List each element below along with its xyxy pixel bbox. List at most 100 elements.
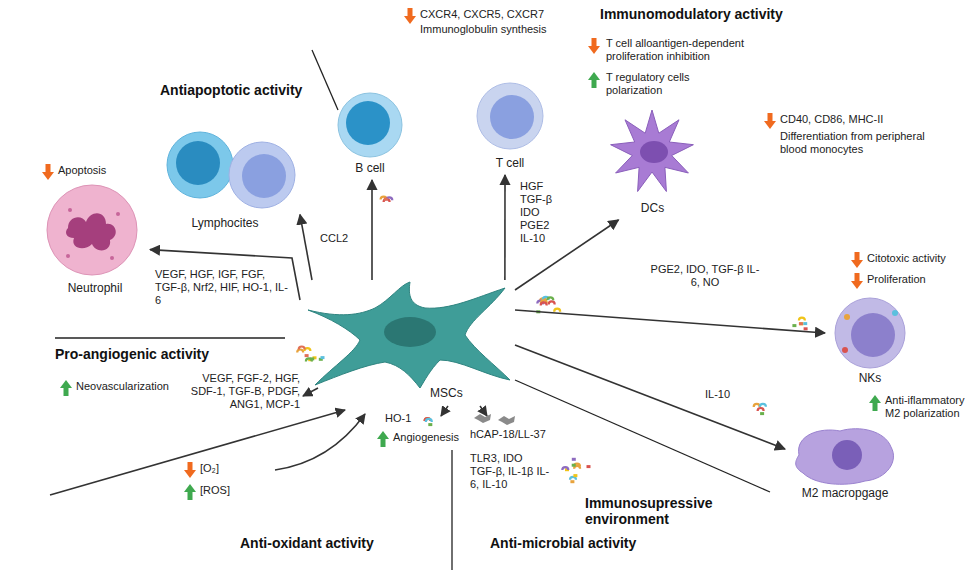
decrease-arrow bbox=[42, 164, 54, 180]
cell-shape bbox=[300, 280, 515, 405]
factor-particle bbox=[799, 322, 803, 325]
annotation-text: CCL2 bbox=[320, 232, 348, 245]
dendritic-cell: DCs bbox=[610, 100, 695, 220]
msc-cell: MSCs bbox=[300, 280, 515, 405]
increase-arrow bbox=[60, 380, 72, 396]
ros-arrow bbox=[275, 414, 365, 470]
annotation-text: [ROS] bbox=[200, 484, 230, 497]
factor-particle bbox=[549, 301, 555, 304]
neutrophil-cell: Neutrophil bbox=[40, 180, 150, 300]
decrease-arrow bbox=[404, 8, 416, 24]
secretion-arrow bbox=[480, 406, 487, 416]
increase-arrow bbox=[869, 395, 881, 411]
secretion-arrow bbox=[441, 406, 448, 416]
factor-particle bbox=[754, 404, 760, 407]
decrease-arrow bbox=[588, 38, 600, 54]
annotation-text: CXCR4, CXCR5, CXCR7 bbox=[420, 8, 544, 21]
divider-line bbox=[451, 450, 452, 570]
annotation-text: Apoptosis bbox=[58, 164, 106, 177]
annotation-text: Immunoglobulin synthesis bbox=[420, 23, 547, 36]
factor-particle bbox=[758, 408, 764, 411]
section-heading: Pro-angiogenic activity bbox=[55, 346, 209, 362]
factor-particle bbox=[587, 465, 591, 468]
section-heading: Immunomodulatory activity bbox=[600, 6, 783, 22]
cell-label: MSCs bbox=[430, 386, 463, 400]
annotation-text: [O₂] bbox=[200, 462, 219, 475]
secretion-arrow bbox=[303, 388, 318, 396]
factor-particle bbox=[573, 474, 577, 477]
annotation-text: T cell alloantigen-dependent proliferati… bbox=[606, 37, 781, 63]
increase-arrow bbox=[588, 72, 600, 88]
annotation-text: HO-1 bbox=[385, 412, 411, 425]
cell-label: Neutrophil bbox=[68, 281, 123, 295]
cell-label: DCs bbox=[641, 201, 664, 215]
annotation-text: VEGF, FGF-2, HGF, SDF-1, TGF-B, PDGF, AN… bbox=[180, 372, 300, 411]
increase-arrow bbox=[377, 431, 389, 447]
cell-label: B cell bbox=[355, 161, 384, 175]
cell-label: M2 macropgage bbox=[802, 486, 889, 500]
factor-particle bbox=[554, 309, 560, 312]
lymphocyte-cells: Lymphocites bbox=[150, 115, 300, 235]
factor-particle bbox=[426, 419, 432, 422]
secretion-arrow bbox=[515, 345, 785, 449]
annotation-text: Anti-iflammatory M2 polarization bbox=[885, 394, 977, 420]
annotation-text: PGE2, IDO, TGF-β IL-6, NO bbox=[650, 263, 760, 289]
secretion-arrow bbox=[371, 180, 373, 280]
factor-particle bbox=[572, 458, 576, 461]
b-cell: B cell bbox=[330, 90, 410, 180]
factor-particle bbox=[384, 198, 388, 201]
annotation-text: TLR3, IDO TGF-β, IL-1β IL-6, IL-10 bbox=[470, 452, 550, 491]
section-heading: Anti-microbial activity bbox=[490, 535, 636, 551]
annotation-text: hCAP-18/LL-37 bbox=[470, 428, 546, 441]
divider-line bbox=[55, 337, 285, 338]
annotation-text: VEGF, HGF, IGF, FGF, TGF-β, Nrf2, HIF, H… bbox=[155, 268, 290, 307]
annotation-text: Citotoxic activity bbox=[867, 252, 946, 265]
factor-particle bbox=[547, 297, 553, 300]
factor-particle bbox=[428, 423, 432, 426]
section-heading: Anti-oxidant activity bbox=[240, 535, 374, 551]
annotation-text: T regulatory cells polarization bbox=[606, 71, 726, 97]
annotation-text: Proliferation bbox=[867, 273, 926, 286]
nk-cell: NKs bbox=[825, 295, 915, 390]
decrease-arrow bbox=[764, 113, 776, 129]
factor-particle bbox=[310, 357, 314, 360]
factor-particle bbox=[299, 347, 305, 350]
factor-particle bbox=[760, 412, 764, 415]
section-heading: Antiapoptotic activity bbox=[160, 82, 302, 98]
annotation-text: Differentiation from peripheral blood mo… bbox=[780, 130, 945, 156]
secreted-factors bbox=[297, 197, 807, 484]
factor-particle bbox=[321, 356, 325, 359]
secretion-arrow bbox=[515, 310, 825, 333]
factor-particle bbox=[305, 354, 309, 357]
factor-particle bbox=[792, 324, 796, 327]
annotation-text: CD40, CD86, MHC-II bbox=[780, 113, 883, 126]
macrophage-cell: M2 macropgage bbox=[785, 425, 905, 505]
t-cell: T cell bbox=[470, 80, 550, 175]
peptide-icons bbox=[474, 414, 515, 425]
increase-arrow bbox=[184, 484, 196, 500]
factor-particle bbox=[804, 327, 808, 330]
factor-particle bbox=[570, 480, 574, 483]
annotation-text: IL-10 bbox=[705, 388, 730, 401]
divider-line bbox=[312, 50, 338, 110]
secretion-arrow bbox=[504, 175, 506, 280]
factor-particle bbox=[570, 477, 576, 480]
factor-particle bbox=[760, 404, 766, 407]
decrease-arrow bbox=[851, 252, 863, 268]
annotation-text: Angiogenesis bbox=[393, 431, 459, 444]
factor-particle bbox=[799, 318, 805, 321]
factor-particle bbox=[541, 302, 547, 305]
factor-particle bbox=[562, 467, 568, 470]
factor-particle bbox=[297, 350, 303, 353]
cell-label: NKs bbox=[859, 371, 882, 385]
secretion-arrow bbox=[300, 215, 312, 280]
factor-particle bbox=[799, 322, 803, 325]
section-heading: Immunosupressive environment bbox=[585, 495, 735, 527]
factor-particle bbox=[803, 322, 807, 325]
factor-particle bbox=[572, 464, 576, 467]
cell-label: Lymphocites bbox=[192, 216, 259, 230]
oxygen-arrow bbox=[50, 410, 345, 495]
arrow-symbols bbox=[42, 8, 881, 500]
divider-line bbox=[515, 380, 770, 492]
